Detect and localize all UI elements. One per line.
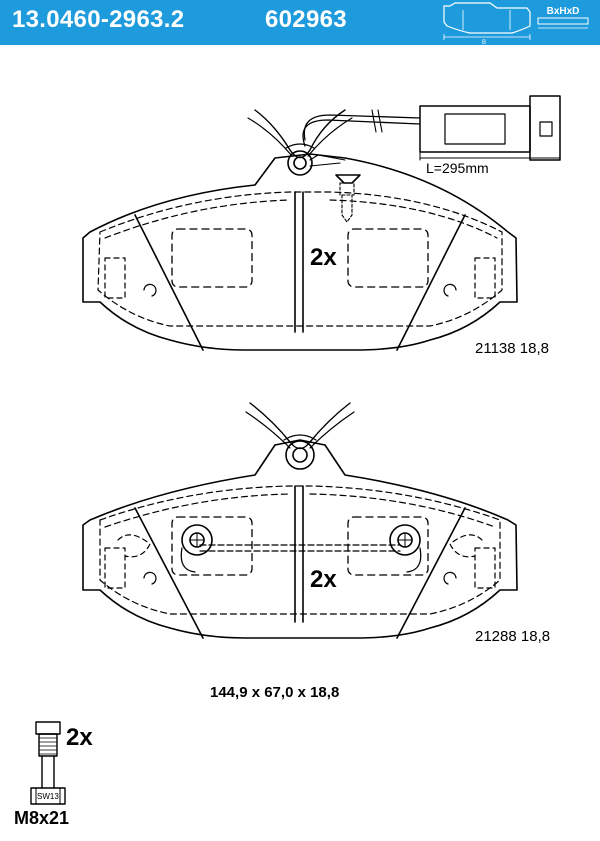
- bolt-icon: [30, 721, 66, 805]
- header-bar: 13.0460-2963.2 602963 B BxHxD: [0, 0, 600, 45]
- icon-width-label: B: [482, 40, 486, 45]
- wire-length-label: L=295mm: [426, 160, 489, 176]
- bolt-count: 2x: [66, 724, 93, 751]
- bolt-wrench-size: SW13: [37, 792, 59, 801]
- pad-top-with-wire: [82, 95, 561, 351]
- pad-bottom-count: 2x: [310, 566, 337, 593]
- reference-number: 602963: [265, 6, 347, 33]
- pad-dimension-icon: B BxHxD: [443, 2, 589, 45]
- pad-bottom-code: 21288 18,8: [475, 628, 551, 645]
- pad-dimensions: 144,9 x 67,0 x 18,8: [210, 684, 340, 701]
- pad-top-code: 21138 18,8: [475, 340, 549, 357]
- dimension-legend: BxHxD: [547, 6, 580, 17]
- pad-top-count: 2x: [310, 244, 337, 271]
- part-number: 13.0460-2963.2: [12, 6, 185, 33]
- bolt-size: M8x21: [14, 808, 70, 828]
- pad-bottom-with-clip: [82, 402, 518, 639]
